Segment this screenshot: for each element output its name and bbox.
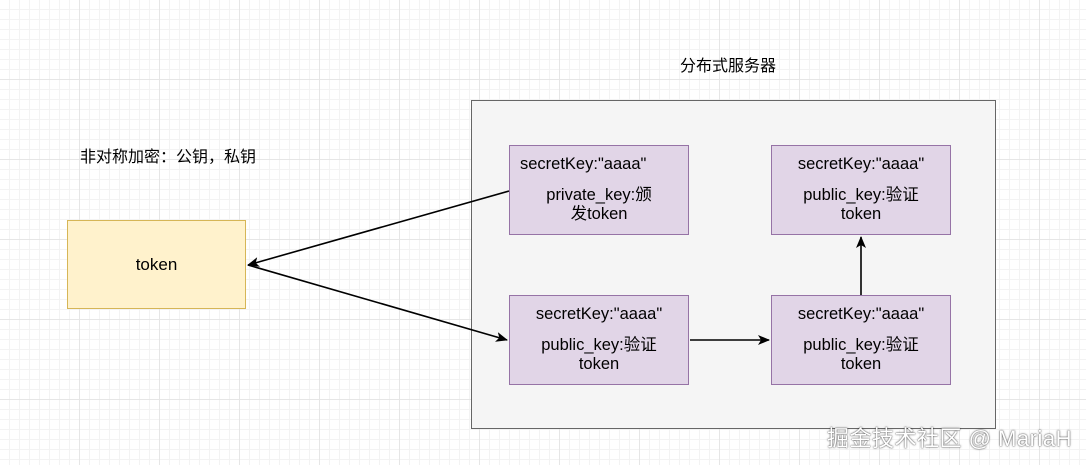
verifier-node-bottom-left[interactable]: secretKey:"aaaa" public_key:验证token	[509, 295, 689, 385]
issuer-node[interactable]: secretKey:"aaaa" private_key:颁发token	[509, 145, 689, 235]
issuer-role: private_key:颁发token	[546, 186, 652, 223]
edge-issuer-to-token[interactable]	[247, 190, 510, 267]
verifier-node-bottom-right[interactable]: secretKey:"aaaa" public_key:验证token	[771, 295, 951, 385]
distributed-server-title: 分布式服务器	[680, 58, 777, 75]
token-label: token	[135, 254, 178, 274]
verifier-bottom-right-secret-key: secretKey:"aaaa"	[797, 305, 925, 323]
verifier-top-right-role: public_key:验证token	[803, 186, 919, 223]
verifier-bottom-right-role: public_key:验证token	[803, 336, 919, 373]
issuer-secret-key: secretKey:"aaaa"	[520, 155, 647, 173]
watermark: 掘金技术社区 @ MariaH	[827, 426, 1072, 451]
verifier-node-top-right[interactable]: secretKey:"aaaa" public_key:验证token	[771, 145, 951, 235]
token-box[interactable]: token	[67, 220, 246, 309]
verifier-top-right-secret-key: secretKey:"aaaa"	[797, 155, 925, 173]
verifier-bottom-left-role: public_key:验证token	[541, 336, 657, 373]
asymmetric-encryption-note: 非对称加密：公钥，私钥	[80, 149, 257, 166]
edge-token-to-verifier[interactable]	[247, 264, 508, 342]
verifier-bottom-left-secret-key: secretKey:"aaaa"	[535, 305, 663, 323]
